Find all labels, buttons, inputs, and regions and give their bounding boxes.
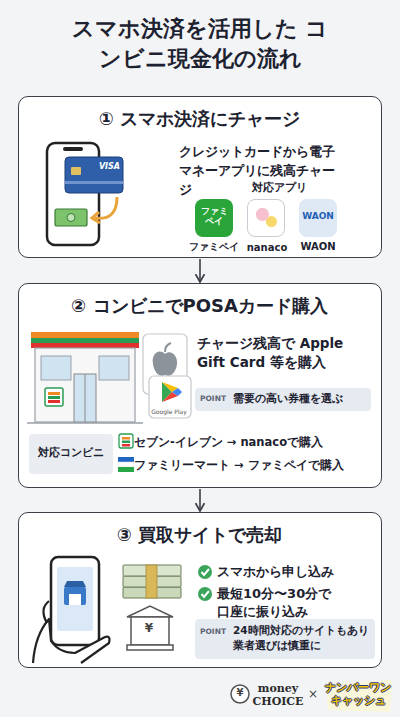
body-text: チャージ残高で Apple Gift Card 等を購入 bbox=[197, 334, 369, 372]
card-brand: Google Play bbox=[148, 408, 190, 415]
coin-symbol: ¥ bbox=[232, 687, 248, 699]
step-heading: ② コンビニでPOSAカード購入 bbox=[19, 294, 380, 317]
app-icon: nanaco bbox=[247, 199, 285, 237]
icon-label: nanaco bbox=[237, 241, 297, 254]
store-line: ファミリーマート → ファミペイで購入 bbox=[134, 458, 379, 473]
point-text: 需要の高い券種を選ぶ bbox=[233, 391, 367, 406]
check-item: スマホから申し込み bbox=[217, 563, 367, 581]
step-heading: ③ 買取サイトで売却 bbox=[19, 523, 380, 546]
cross-mark: × bbox=[306, 687, 320, 701]
flow-arrow bbox=[199, 489, 201, 511]
point-box: POINT需要の高い券種を選ぶ bbox=[195, 388, 371, 411]
sub-label: 対応アプリ bbox=[209, 181, 349, 195]
card-brand: VISA bbox=[90, 162, 120, 172]
check-item: 最短10分〜30分で 口座に振り込み bbox=[217, 585, 339, 621]
flow-arrow bbox=[199, 259, 201, 282]
brand-logo: ナンバーワンキャッシュ bbox=[324, 682, 392, 707]
point-box: POINT24時間対応のサイトもあり 業者選びは慎重に bbox=[195, 619, 375, 659]
icon-label: ファミペイ bbox=[184, 240, 244, 253]
bank-symbol: ¥ bbox=[130, 621, 168, 635]
step-heading: ① スマホ決済にチャージ bbox=[19, 107, 380, 130]
point-text: 24時間対応のサイトもあり 業者選びは慎重に bbox=[233, 623, 371, 652]
step-panel: ③ 買取サイトで売却スマホから申し込み最短10分〜30分で 口座に振り込みPOI… bbox=[18, 512, 382, 668]
step-panel: ② コンビニでPOSAカード購入チャージ残高で Apple Gift Card … bbox=[18, 283, 382, 488]
brand-logo: money CHOICE bbox=[252, 683, 304, 708]
store-line: セブン-イレブン → nanacoで購入 bbox=[134, 435, 379, 450]
box-label: 対応コンビニ bbox=[29, 446, 113, 460]
icon-text: WAON bbox=[301, 211, 335, 222]
app-icon: ファミ ペイファミペイ bbox=[195, 199, 233, 237]
step-panel: ① スマホ決済にチャージクレジットカードから電子 マネーアプリに残高チャージ対応… bbox=[18, 96, 382, 258]
point-tag: POINT bbox=[200, 627, 232, 637]
title: スマホ決済を活用した コンビニ現金化の流れ bbox=[70, 14, 330, 75]
icon-label: WAON bbox=[288, 240, 348, 253]
label-box: 対応コンビニ bbox=[29, 434, 113, 474]
app-icon: WAONWAON bbox=[299, 199, 337, 237]
point-tag: POINT bbox=[200, 394, 232, 404]
icon-text: ファミ ペイ bbox=[195, 206, 233, 227]
